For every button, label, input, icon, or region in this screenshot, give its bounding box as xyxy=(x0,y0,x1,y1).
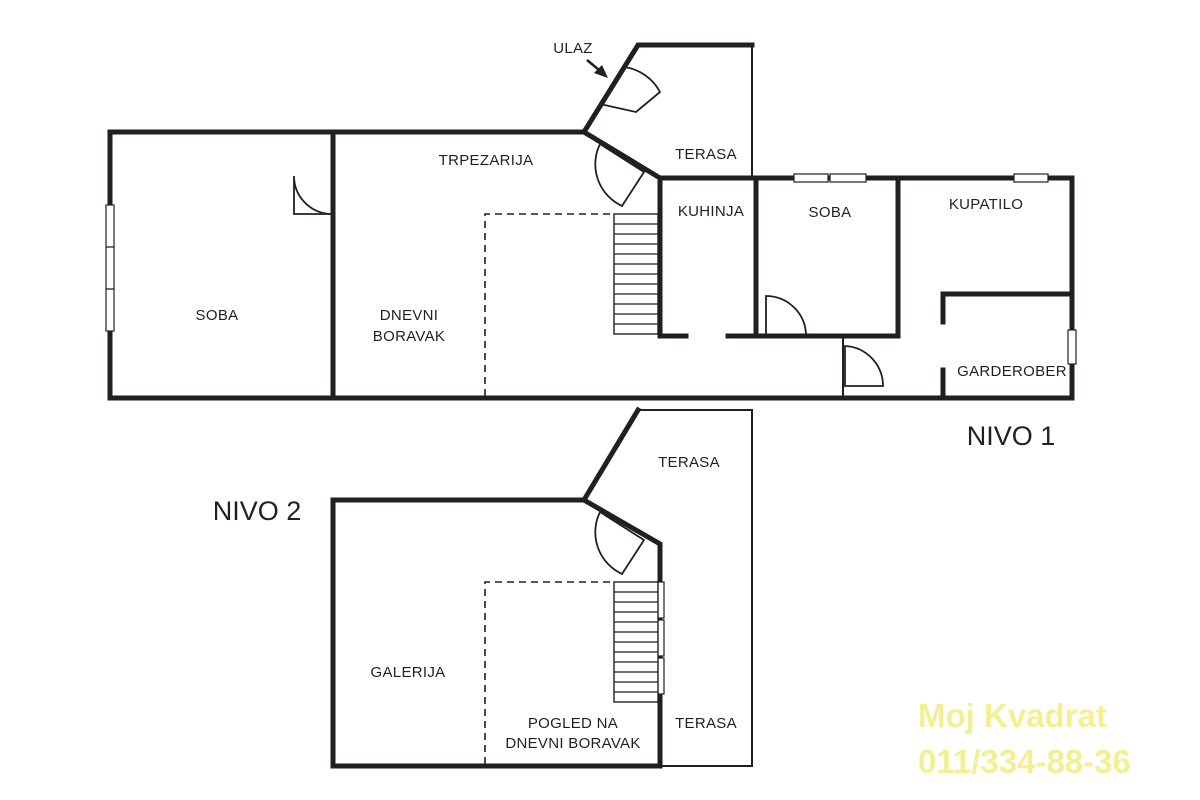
level-2-plan: TERASA GALERIJA POGLED NA DNEVNI BORAVAK… xyxy=(213,406,753,769)
level-1-plan: SOBA TRPEZARIJA DNEVNI BORAVAK ULAZ TERA… xyxy=(105,40,1077,451)
watermark: Moj Kvadrat 011/334-88-36 xyxy=(918,697,1131,780)
label-soba-right: SOBA xyxy=(809,204,852,221)
wall-kuhinja-left xyxy=(580,128,689,339)
wall-terasa-level-2 xyxy=(638,409,753,767)
window-kupatilo xyxy=(1013,173,1049,183)
label-trpezarija: TRPEZARIJA xyxy=(439,152,534,169)
label-terasa-level-1: TERASA xyxy=(675,146,737,163)
gallery-outline-level-1 xyxy=(484,213,614,396)
label-terasa-top-level-2: TERASA xyxy=(658,454,720,471)
wall-level-2-outer xyxy=(330,406,663,769)
label-pogled-na: POGLED NA xyxy=(528,715,618,732)
label-dnevni-boravak-level-2: DNEVNI BORAVAK xyxy=(505,735,640,752)
door-ulaz xyxy=(598,66,662,113)
window-soba-1 xyxy=(793,173,829,183)
wall-garderober xyxy=(940,291,1075,325)
window-soba-2 xyxy=(829,173,867,183)
stairs-treads-level-1 xyxy=(614,223,658,325)
door-trpezarija-terasa xyxy=(594,143,646,208)
label-kupatilo: KUPATILO xyxy=(949,196,1023,213)
label-terasa-bottom-level-2: TERASA xyxy=(675,715,737,732)
watermark-brand: Moj Kvadrat xyxy=(918,697,1107,734)
label-dnevni: DNEVNI xyxy=(380,307,438,324)
label-nivo-1: NIVO 1 xyxy=(967,421,1056,451)
label-garderober: GARDEROBER xyxy=(957,363,1067,380)
door-soba-left xyxy=(293,175,332,215)
window-left-1 xyxy=(105,204,115,248)
door-level-2-terasa xyxy=(594,511,646,576)
label-ulaz: ULAZ xyxy=(553,40,593,57)
door-soba-right xyxy=(765,295,807,335)
outer-wall-left-room xyxy=(107,129,336,401)
label-nivo-2: NIVO 2 xyxy=(213,496,302,526)
entry-arrow-icon xyxy=(586,59,608,78)
label-soba-left: SOBA xyxy=(196,307,239,324)
door-hall xyxy=(844,345,884,387)
window-left-3 xyxy=(105,288,115,332)
label-galerija: GALERIJA xyxy=(371,664,446,681)
label-boravak: BORAVAK xyxy=(373,328,445,345)
window-garderober xyxy=(1067,329,1077,365)
stairs-treads-level-2 xyxy=(614,591,658,693)
label-kuhinja: KUHINJA xyxy=(678,203,744,220)
watermark-phone: 011/334-88-36 xyxy=(918,743,1131,780)
window-left-2 xyxy=(105,246,115,290)
wall-trpezarija-top xyxy=(330,42,755,135)
void-outline-level-2 xyxy=(484,581,614,764)
